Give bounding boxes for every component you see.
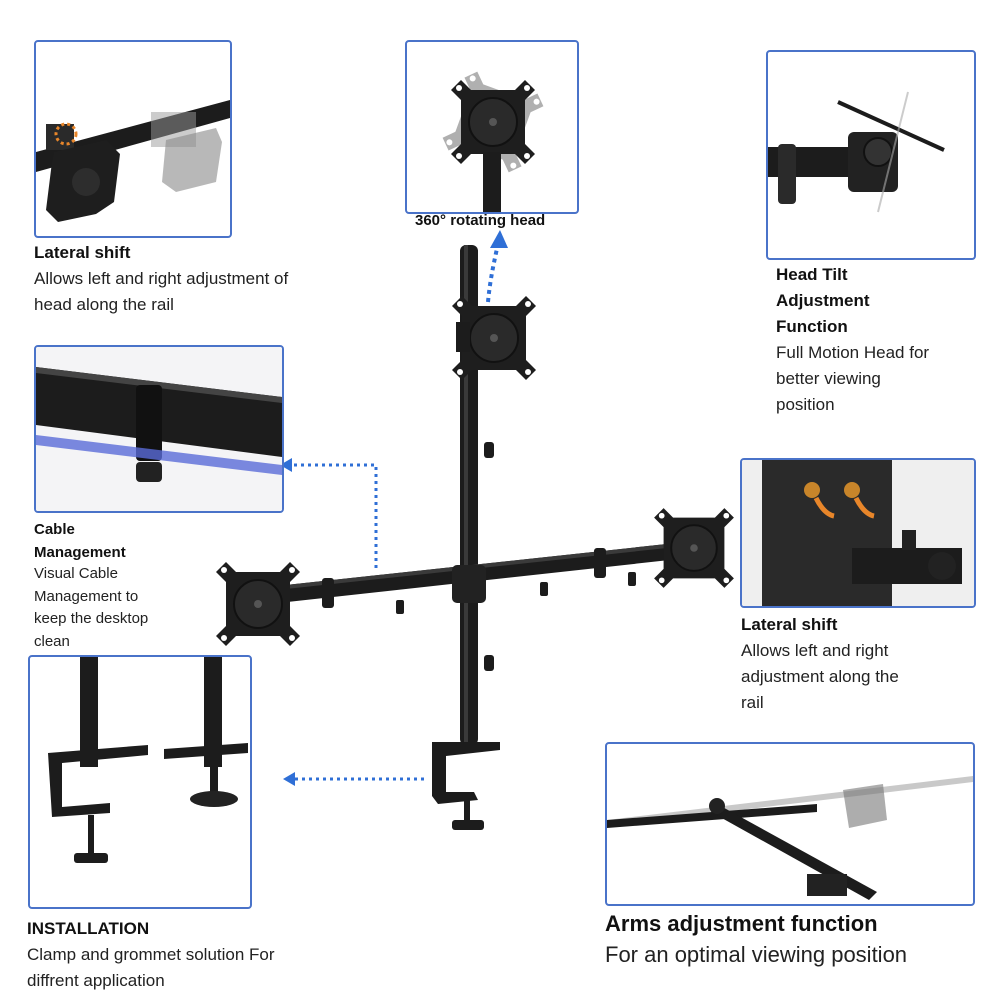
lateral-shift-photo-panel [34,40,232,238]
cable-management-photo-panel [34,345,284,513]
cable-management-illustration [36,347,282,511]
arms-adjustment-photo-panel [605,742,975,906]
lateral-shift-illustration [36,100,230,222]
head-tilt-description: Full Motion Head for better viewing posi… [776,343,930,414]
rotating-head-illustration [438,67,548,212]
installation-illustration [48,657,248,863]
head-tilt-title: Head Tilt Adjustment Function [776,265,870,336]
installation-photo-panel [28,655,252,909]
lateral-shift-right-description: Allows left and right adjustment along t… [741,641,899,712]
head-tilt-illustration [768,91,945,213]
lateral-shift-right-photo-panel [740,458,976,608]
lateral-shift-right-illustration [742,460,974,606]
cable-management-title: Cable Management [34,521,126,561]
arms-adjustment-title: Arms adjustment function [605,911,878,936]
rotating-head-photo-panel [405,40,579,214]
arrow-up-icon [490,230,508,248]
dotted-connector-cable [290,463,378,568]
head-tilt-photo-panel [766,50,976,260]
crossbar-arm [258,540,706,605]
lateral-shift-title: Lateral shift [34,243,131,262]
vertical-pole [460,245,478,745]
arms-adjustment-description: For an optimal viewing position [605,942,908,967]
desk-clamp [432,742,500,804]
installation-title: INSTALLATION [27,919,150,938]
top-vesa-plate [451,295,537,381]
lateral-shift-right-title: Lateral shift [741,615,838,634]
lateral-shift-description: Allows left and right adjustment of head… [34,269,289,314]
arrow-left-icon [283,772,295,786]
right-vesa-plate [653,507,735,589]
rotating-head-caption: 360° rotating head [415,212,546,229]
left-vesa-plate [215,561,301,647]
cable-management-description: Visual Cable Management to keep the desk… [34,565,149,650]
arms-adjustment-illustration [607,776,973,900]
dotted-curve-rotating [486,243,500,303]
installation-description: Clamp and grommet solution For diffrent … [27,945,275,990]
